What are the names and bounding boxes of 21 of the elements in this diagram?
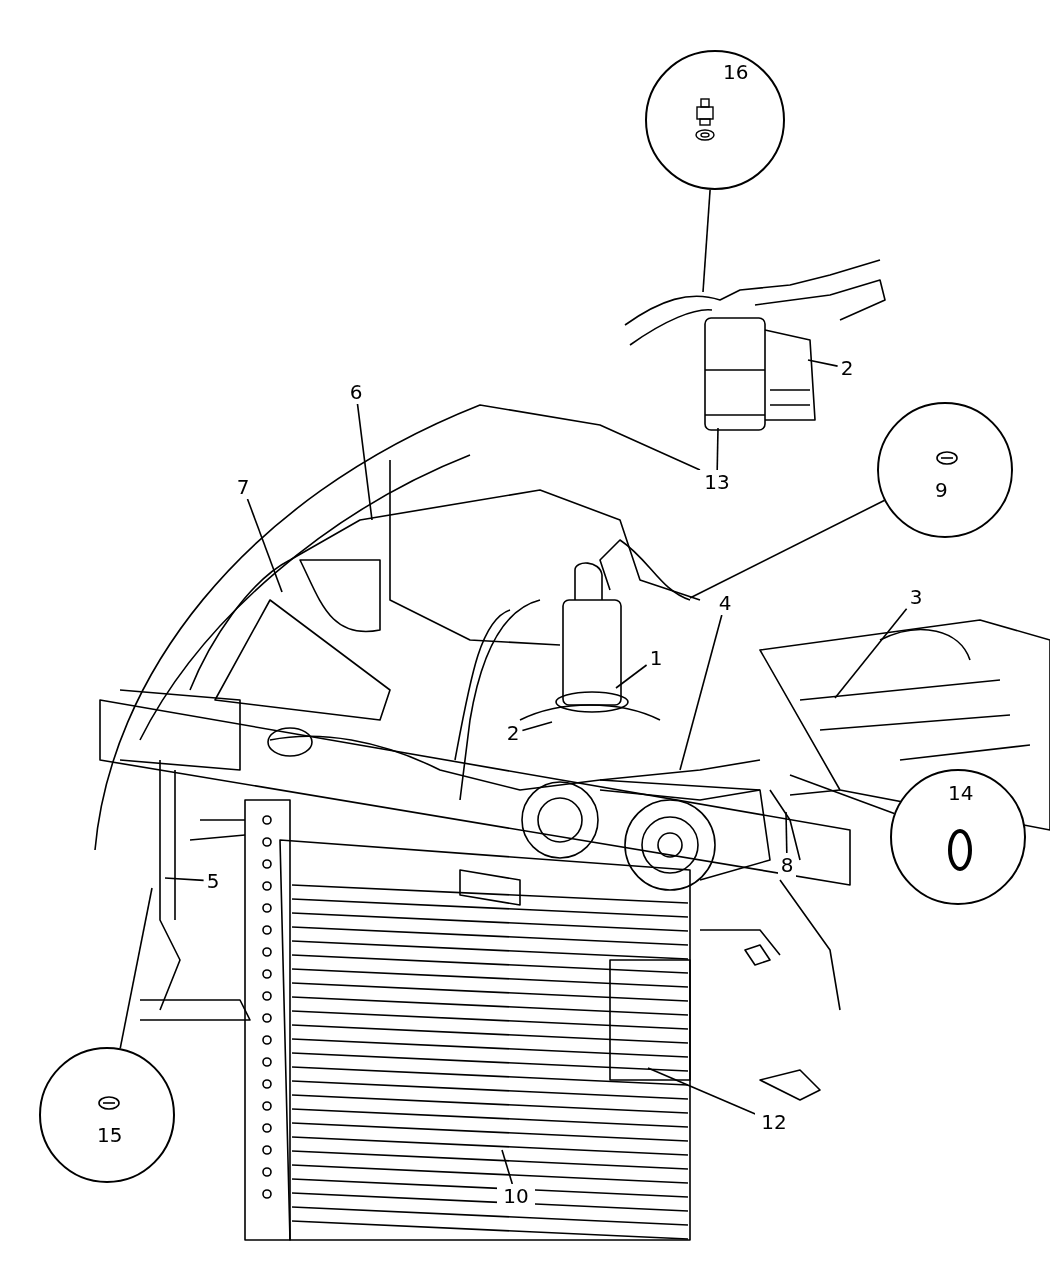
leader-line: [164, 877, 205, 882]
callout-number: 16: [723, 60, 749, 84]
callout-number: 14: [948, 781, 974, 805]
leader-line: [789, 774, 895, 815]
leader-line: [716, 427, 719, 471]
leader-line: [647, 1067, 757, 1115]
leader-line: [119, 887, 153, 1050]
leader-line: [521, 721, 553, 732]
leader-line: [807, 359, 839, 367]
leader-line: [246, 498, 283, 593]
leader-line: [834, 607, 908, 699]
leader-line: [785, 811, 788, 854]
leader-line: [356, 403, 373, 521]
leader-line: [501, 1149, 514, 1185]
callout-number: 15: [97, 1123, 123, 1147]
callout-number: 9: [935, 478, 948, 502]
leader-line: [702, 189, 711, 293]
callout-number: 10: [497, 1184, 535, 1208]
leader-line: [679, 614, 723, 771]
leader-line: [615, 664, 648, 689]
leader-line: [689, 499, 885, 599]
